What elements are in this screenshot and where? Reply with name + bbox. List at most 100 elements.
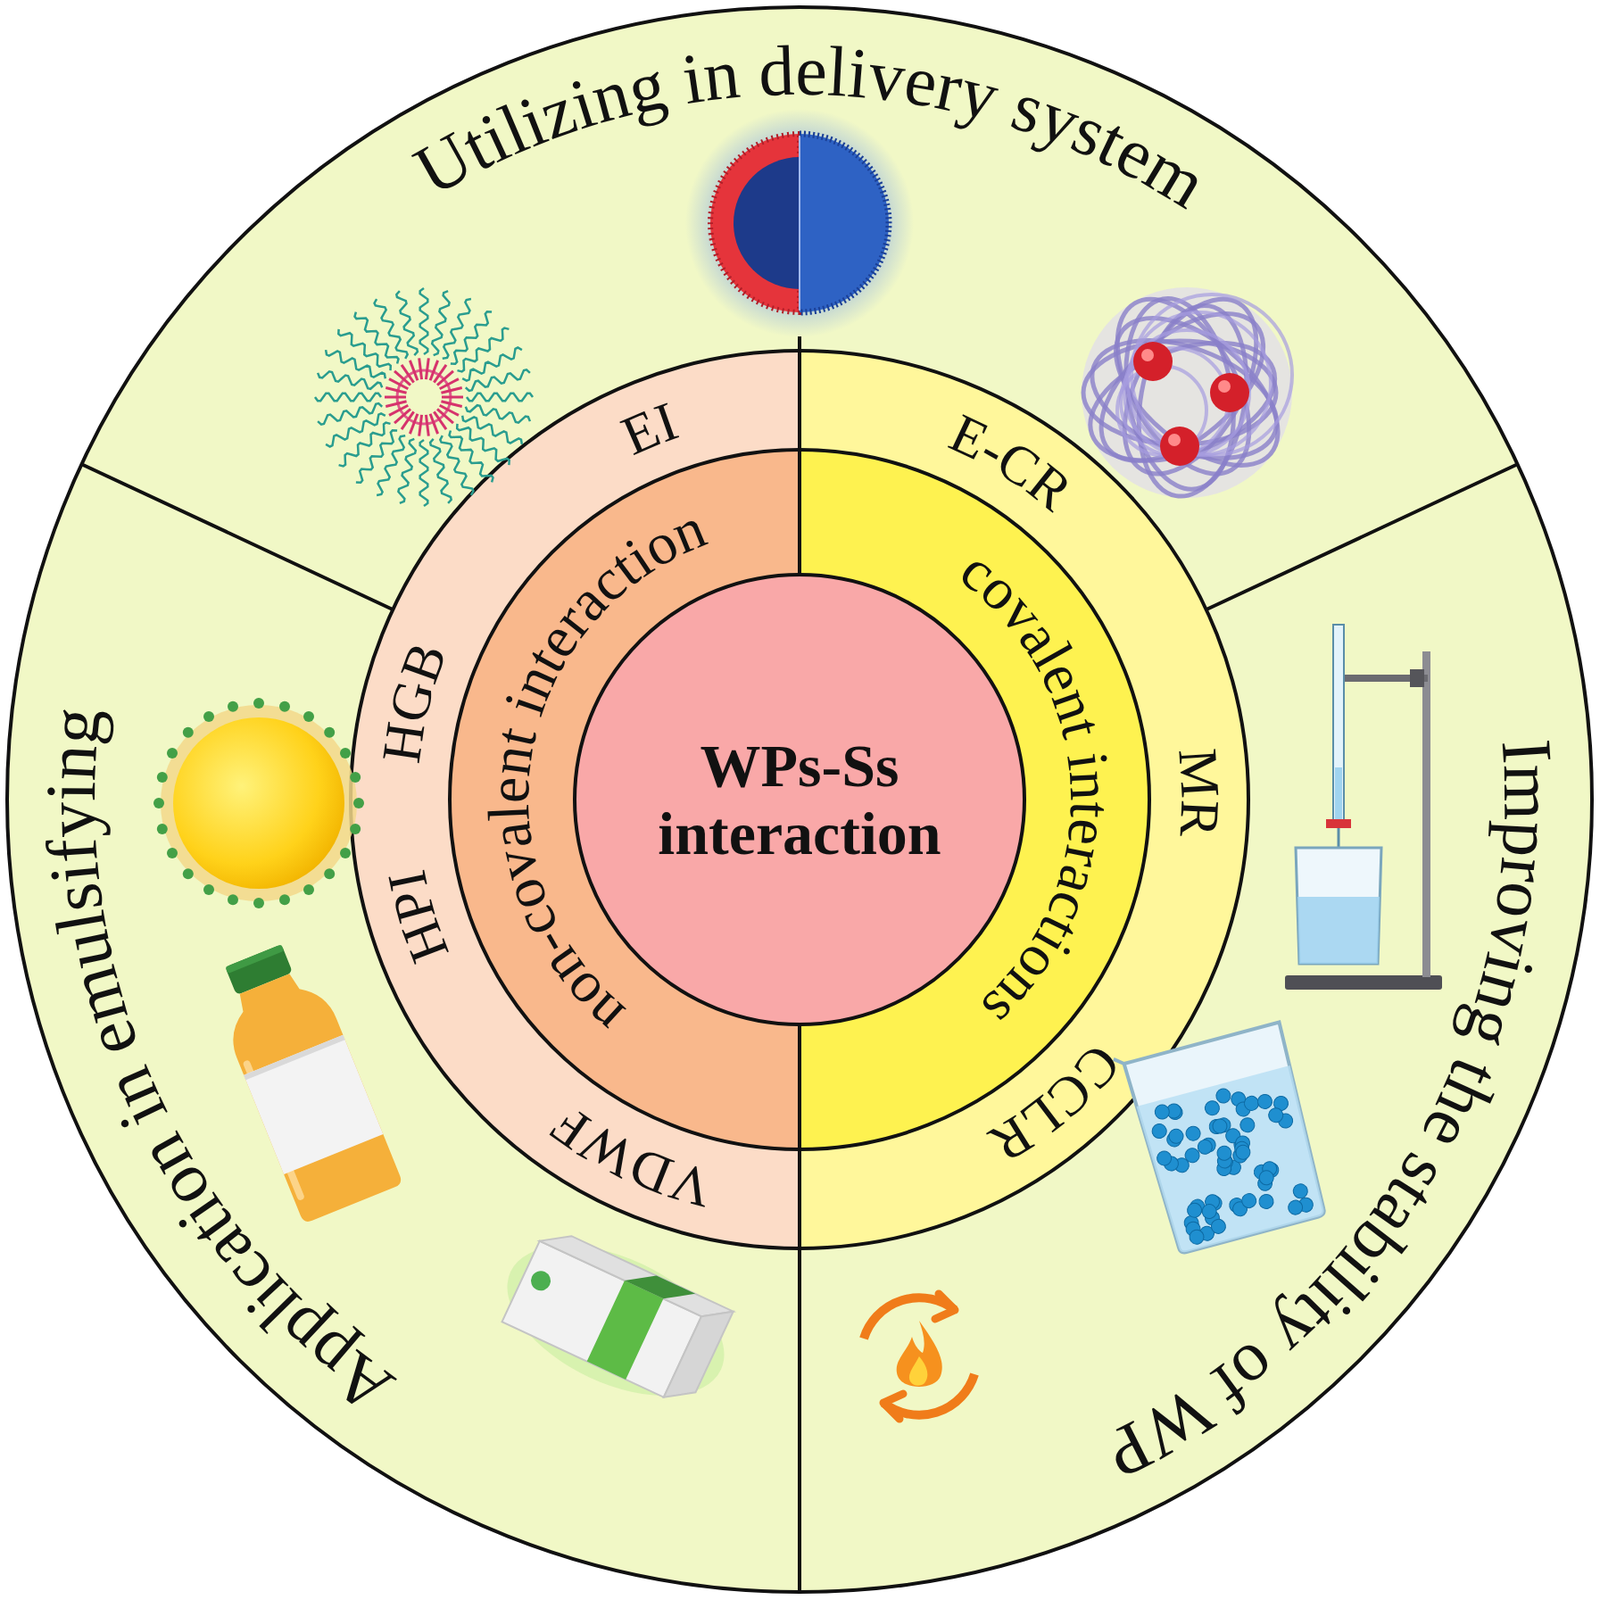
hydrogel-icon-part <box>1127 312 1271 456</box>
milk-carton-part <box>663 1300 734 1409</box>
micelle-icon-part <box>385 401 407 407</box>
liposome-icon-part <box>710 133 800 313</box>
emulsion-droplet-part <box>323 868 335 879</box>
emulsion-droplet-part <box>279 701 291 713</box>
micelle-icon-part <box>439 379 459 390</box>
titration-stand-part <box>1409 669 1425 688</box>
beaker-icon-part <box>1234 1144 1252 1162</box>
emulsion-droplet-part <box>166 747 178 759</box>
interaction-abbreviation: MR <box>1167 746 1231 839</box>
micelle-icon-part <box>420 439 429 506</box>
band-outline <box>350 350 1249 1249</box>
sector-title-part: Application in emulsifying <box>31 704 407 1431</box>
liposome-icon-part <box>799 133 889 313</box>
micelle-icon-part <box>317 371 382 389</box>
beaker-icon-part <box>1113 1056 1125 1066</box>
micelle-icon-part <box>450 311 492 365</box>
micelle-icon-part <box>315 393 382 402</box>
titration-stand-part <box>1297 896 1380 964</box>
emulsion-droplet-part <box>353 797 365 809</box>
emulsion-droplet-part <box>203 884 215 896</box>
micelle-icon-part <box>430 414 439 434</box>
emulsion-droplet-part <box>182 868 194 879</box>
titration-stand-part <box>1333 624 1344 821</box>
hydrogel-icon-part <box>1131 294 1293 456</box>
micelle-icon-part <box>419 357 423 380</box>
titration-stand-part <box>1295 847 1382 964</box>
emulsion-droplet-part <box>323 727 335 738</box>
heat-cycle-icon-part <box>883 1393 904 1419</box>
beaker-icon-part <box>1150 1122 1169 1141</box>
micelle-icon-part <box>420 288 429 355</box>
heat-cycle-icon-part <box>909 1356 928 1386</box>
heat-cycle-icon <box>863 1293 975 1419</box>
center-title: WPs-Ss interaction <box>612 731 987 868</box>
cargo-balls-part <box>1141 348 1154 362</box>
cargo-balls <box>1133 341 1250 466</box>
interaction-abbreviation: HPI <box>375 865 461 971</box>
sector-divider <box>81 464 393 610</box>
sector-divider <box>797 336 802 351</box>
band-title: covalent interactions <box>948 536 1124 1042</box>
interaction-abbreviation-part: HGB <box>370 634 458 766</box>
emulsion-droplet-part <box>303 711 315 722</box>
heat-cycle-icon-part <box>896 1320 943 1387</box>
micelle-icon-part <box>317 403 382 425</box>
cargo-balls-part <box>1160 426 1200 466</box>
beaker-icon-part <box>1185 1201 1204 1219</box>
micelle-icon <box>315 288 533 506</box>
micelle-icon-part <box>409 360 418 381</box>
beaker-icon-part <box>1136 1065 1330 1255</box>
sector-title: Application in emulsifying <box>31 704 407 1431</box>
band-title-part: non-covalent interaction <box>475 494 715 1049</box>
milk-carton <box>484 1215 748 1427</box>
interaction-abbreviation-part: VDWF <box>539 1094 718 1219</box>
micelle-icon-part <box>356 430 398 483</box>
beaker-icon-part <box>1184 1124 1203 1143</box>
juice-bottle-part <box>243 1035 383 1175</box>
emulsion-droplet-part <box>339 847 351 859</box>
beaker-icon-part <box>1214 1086 1233 1105</box>
beaker-icon-part <box>1210 1218 1228 1236</box>
micelle-icon-part <box>440 387 462 393</box>
emulsion-droplet-part <box>349 771 361 783</box>
interaction-abbreviation-part: EI <box>613 389 686 466</box>
hydrogel-icon-part <box>1097 277 1284 497</box>
beaker-icon-part <box>1183 1146 1202 1165</box>
band-title-part: covalent interactions <box>948 536 1124 1042</box>
micelle-icon-part <box>466 393 533 402</box>
cargo-balls-part <box>1210 373 1250 413</box>
emulsion-droplet-part <box>227 894 239 905</box>
interaction-abbreviation: CCLR <box>978 1033 1133 1176</box>
beaker-icon-part <box>1203 1099 1222 1118</box>
micelle-icon-part <box>339 422 391 467</box>
interaction-abbreviation: EI <box>613 389 686 466</box>
emulsion-droplet-part <box>157 823 168 835</box>
beaker-icon-part <box>1187 1227 1206 1246</box>
emulsion-droplet-part <box>349 823 361 835</box>
emulsion-droplet-part <box>160 704 357 902</box>
micelle-icon-part <box>384 396 407 399</box>
interaction-abbreviation-part: CCLR <box>978 1033 1133 1176</box>
titration-stand-part <box>1422 651 1431 978</box>
milk-carton-part <box>624 1264 696 1310</box>
band-title: non-covalent interaction <box>475 494 715 1049</box>
juice-bottle <box>203 935 404 1224</box>
interaction-abbreviation-part: E-CR <box>941 401 1085 523</box>
interaction-abbreviation: E-CR <box>941 401 1085 523</box>
center-circle-node: WPs-Ss interaction <box>612 731 987 868</box>
micelle-icon-part <box>425 414 429 437</box>
micelle-icon-part <box>355 312 399 365</box>
beaker-icon-part <box>1256 1093 1275 1111</box>
beaker-icon-part <box>1167 1127 1186 1145</box>
liposome-icon-part <box>798 135 801 311</box>
emulsion-droplet-part <box>339 747 351 759</box>
beaker-icon-part <box>1200 1202 1219 1221</box>
micelle-icon-part <box>396 290 418 356</box>
cargo-balls-part <box>1218 380 1231 393</box>
liposome-icon-part <box>733 157 800 290</box>
titration-stand <box>1284 624 1443 990</box>
micelle-icon-part <box>430 439 452 504</box>
juice-bottle-part <box>243 1035 346 1081</box>
